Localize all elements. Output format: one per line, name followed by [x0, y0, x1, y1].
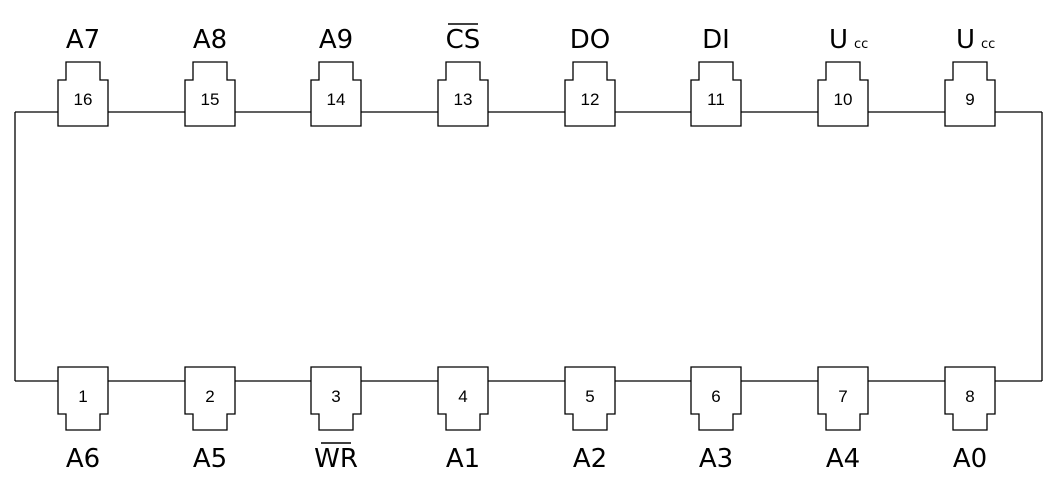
- pin-8: [944, 366, 996, 431]
- pin-number-15: 15: [201, 90, 220, 109]
- pin-number-14: 14: [327, 90, 346, 109]
- pin-5: [564, 366, 616, 431]
- pin-number-3: 3: [331, 387, 340, 406]
- pin-label-5: A2: [573, 444, 607, 474]
- pin-label-15: A8: [193, 25, 227, 55]
- pin-14: [310, 61, 362, 127]
- pin-label-16: A7: [66, 25, 100, 55]
- pin-number-16: 16: [74, 90, 93, 109]
- pin-1: [57, 366, 109, 431]
- pin-number-9: 9: [965, 90, 974, 109]
- pin-label-12: DO: [570, 25, 611, 55]
- pin-label-13: CS: [446, 25, 481, 55]
- pin-13: [437, 61, 489, 127]
- pin-label-1: A6: [66, 444, 100, 474]
- pin-label-14: A9: [319, 25, 353, 55]
- pin-number-5: 5: [585, 387, 594, 406]
- pin-number-13: 13: [454, 90, 473, 109]
- pin-3: [310, 366, 362, 431]
- pin-label-subscript-10: cc: [854, 37, 868, 52]
- pin-number-7: 7: [838, 387, 847, 406]
- pin-label-11: DI: [702, 25, 730, 55]
- pin-label-7: A4: [826, 444, 860, 474]
- pin-label-4: A1: [446, 444, 480, 474]
- pin-label-2: A5: [193, 444, 227, 474]
- pin-number-2: 2: [205, 387, 214, 406]
- pin-9: [944, 61, 996, 127]
- pin-number-12: 12: [581, 90, 600, 109]
- pin-label-6: A3: [699, 444, 733, 474]
- pin-15: [184, 61, 236, 127]
- pin-10: [817, 61, 869, 127]
- pin-number-11: 11: [707, 90, 725, 109]
- pin-number-4: 4: [458, 387, 467, 406]
- pin-7: [817, 366, 869, 431]
- pin-number-8: 8: [965, 387, 974, 406]
- pin-label-subscript-9: cc: [981, 37, 995, 52]
- pin-number-10: 10: [834, 90, 853, 109]
- pin-4: [437, 366, 489, 431]
- pin-6: [690, 366, 742, 431]
- pin-label-8: A0: [953, 444, 987, 474]
- pin-number-6: 6: [711, 387, 720, 406]
- pin-label-3: WR: [314, 444, 358, 474]
- chip-body: [14, 111, 1043, 382]
- pin-12: [564, 61, 616, 127]
- pin-11: [690, 61, 742, 127]
- pin-2: [184, 366, 236, 431]
- pin-number-1: 1: [78, 387, 87, 406]
- pin-16: [57, 61, 109, 127]
